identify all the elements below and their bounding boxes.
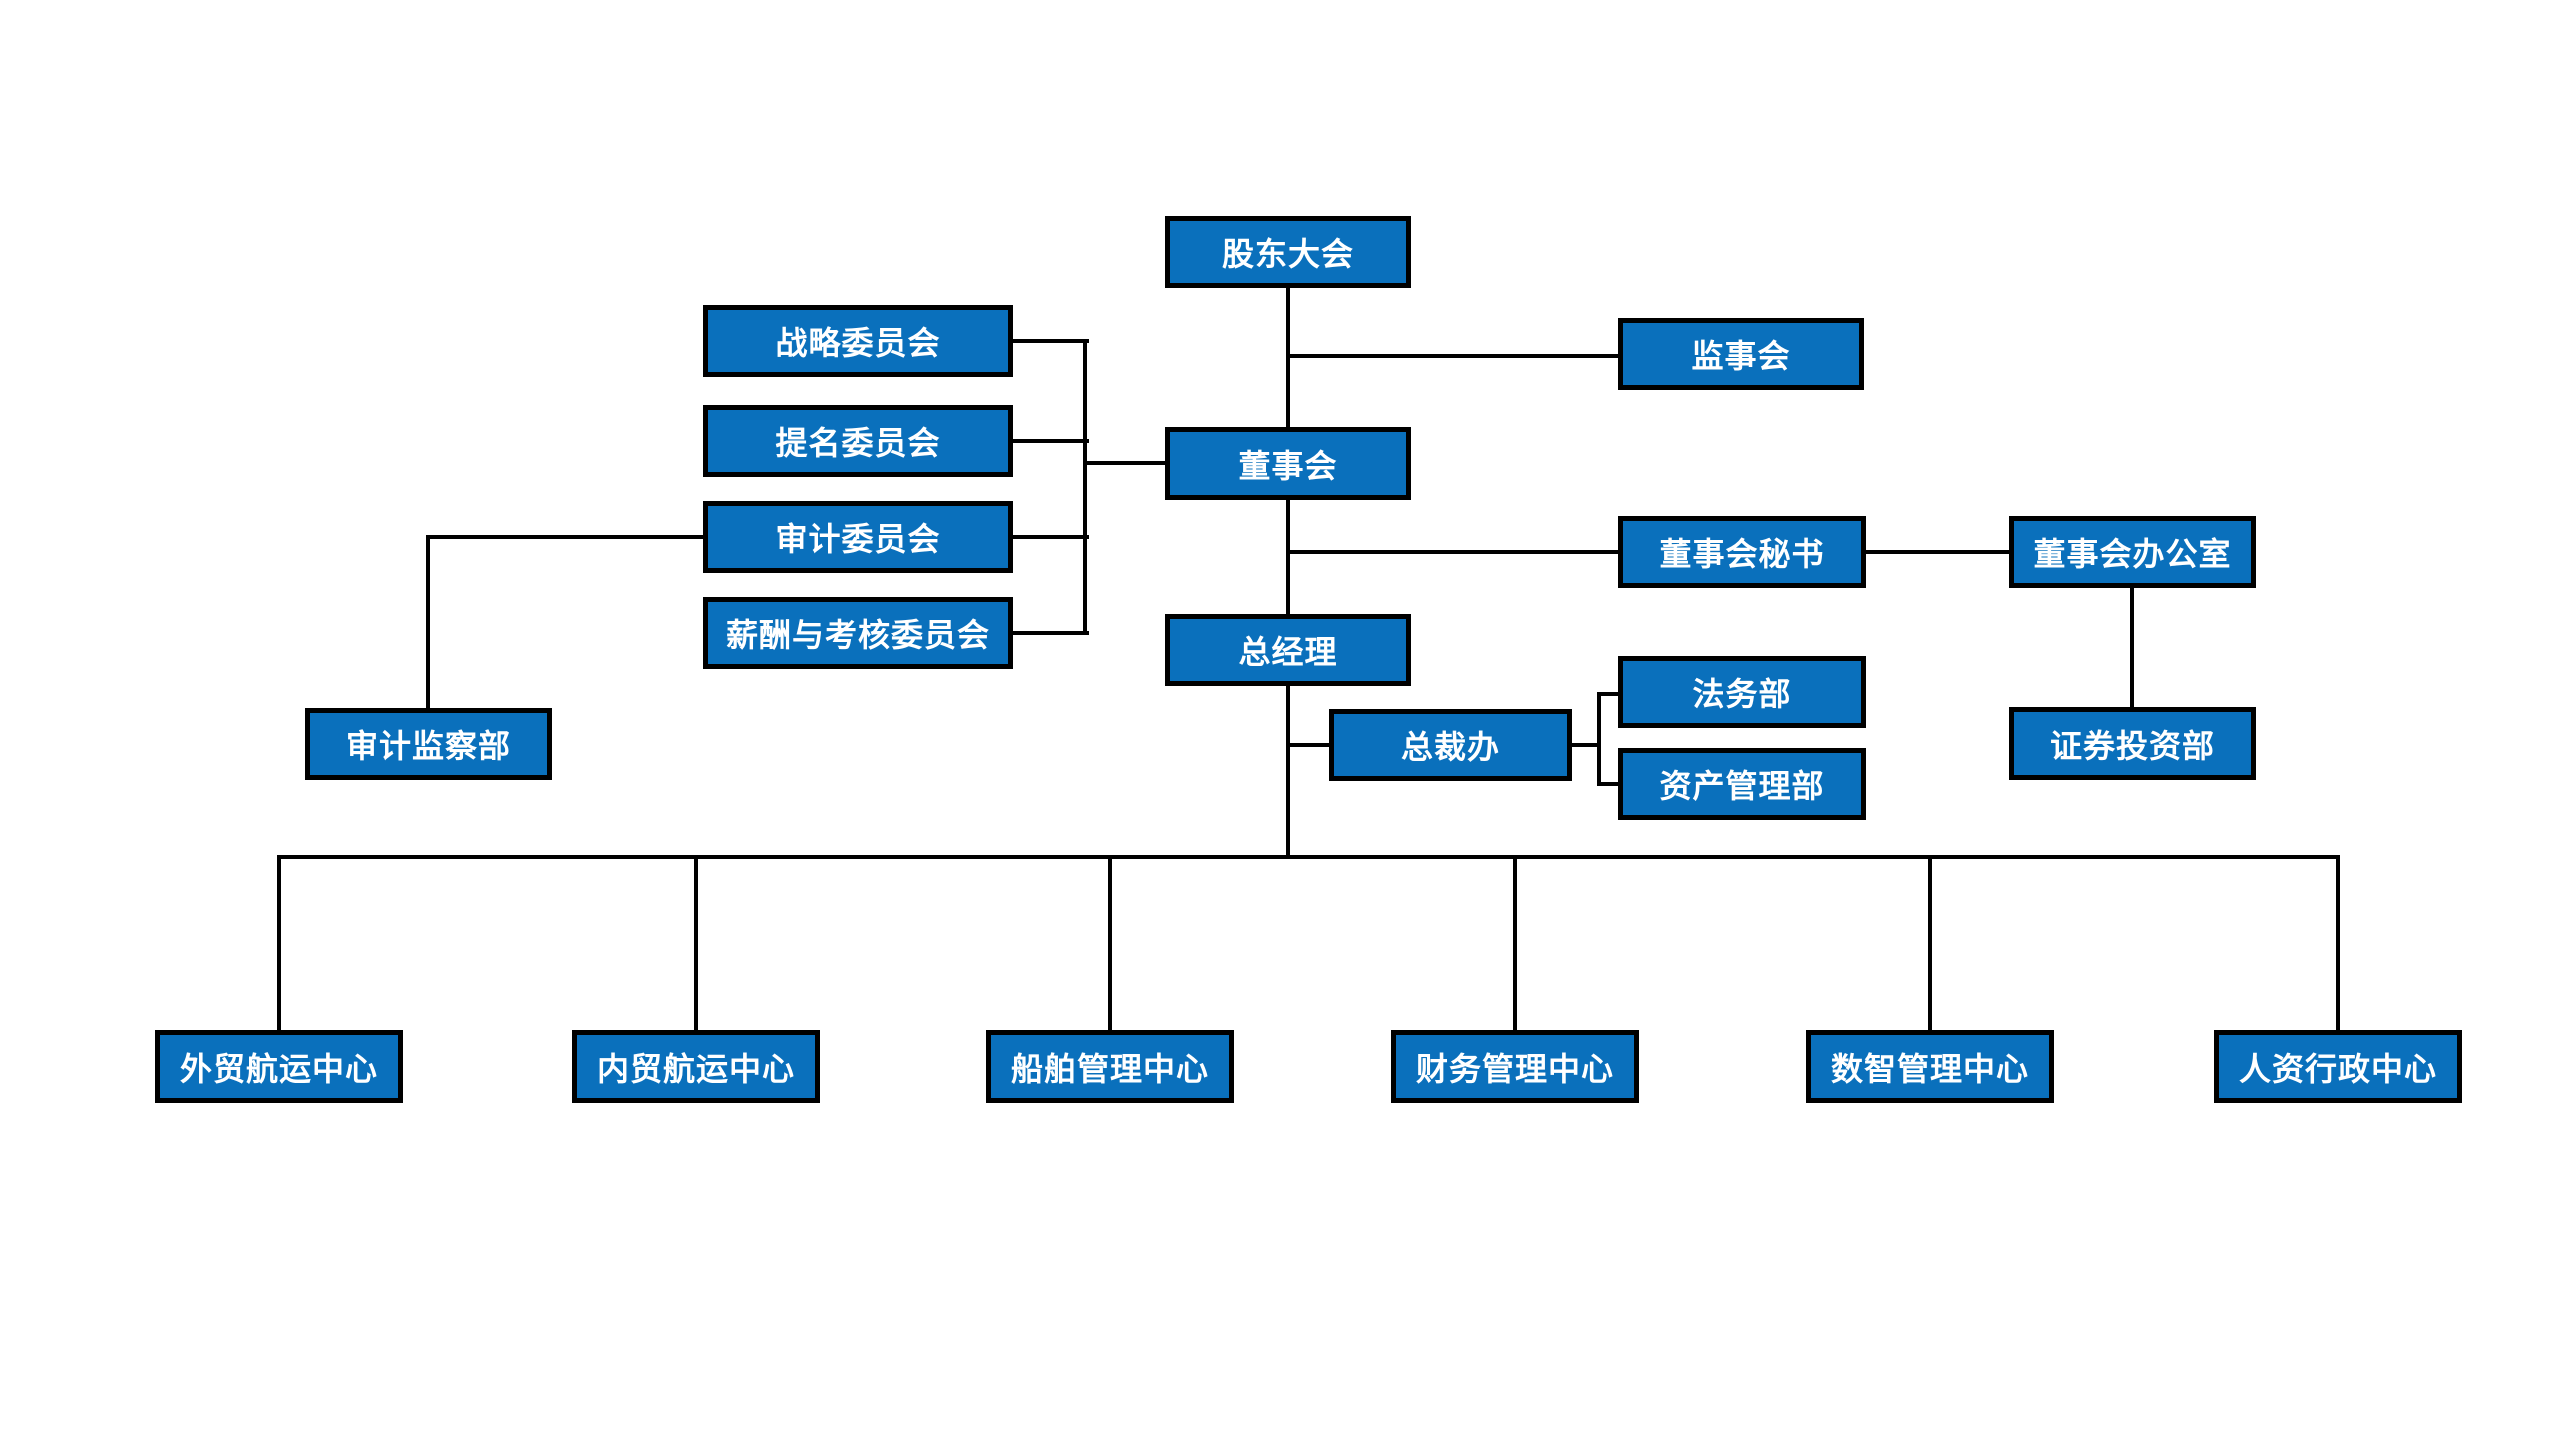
connector-legal-stub <box>1599 692 1618 696</box>
node-label: 董事会 <box>1238 447 1338 484</box>
connector-drop-hr-admin <box>2336 855 2340 1030</box>
node-label: 证券投资部 <box>2049 727 2215 764</box>
node-label: 数智管理中心 <box>1830 1050 2029 1087</box>
node-label: 财务管理中心 <box>1415 1050 1614 1087</box>
node-audit-committee: 审计委员会 <box>703 501 1013 573</box>
connector-committee-spine <box>1083 339 1087 635</box>
node-label: 董事会办公室 <box>2033 536 2232 572</box>
connector-office-securities <box>2130 588 2134 707</box>
node-label: 船舶管理中心 <box>1010 1050 1209 1087</box>
connector-secretary-office <box>1866 550 2009 554</box>
node-label: 法务部 <box>1692 676 1792 712</box>
node-general-manager: 总经理 <box>1165 614 1411 686</box>
node-nomination-committee: 提名委员会 <box>703 405 1013 477</box>
connector-committees-board <box>1085 461 1165 465</box>
node-strategy-committee: 战略委员会 <box>703 305 1013 377</box>
connector-bracket-stub <box>1572 743 1599 747</box>
node-label: 审计监察部 <box>345 728 511 764</box>
connector-drop-foreign-trade <box>277 855 281 1030</box>
node-label: 监事会 <box>1691 338 1791 374</box>
node-board-office: 董事会办公室 <box>2009 516 2256 588</box>
node-audit-supervision-dept: 审计监察部 <box>305 708 552 780</box>
connector-bracket-spine <box>1597 692 1601 786</box>
node-shareholders-meeting: 股东大会 <box>1165 216 1411 288</box>
connector-asset-stub <box>1599 782 1618 786</box>
node-digital-management-center: 数智管理中心 <box>1806 1030 2054 1103</box>
node-finance-management-center: 财务管理中心 <box>1391 1030 1639 1103</box>
node-ship-management-center: 船舶管理中心 <box>986 1030 1234 1103</box>
node-hr-admin-center: 人资行政中心 <box>2214 1030 2462 1103</box>
connector-strategy-stub <box>1013 339 1089 343</box>
node-label: 股东大会 <box>1221 236 1354 272</box>
node-remuneration-appraisal-committee: 薪酬与考核委员会 <box>703 597 1013 669</box>
node-securities-investment-dept: 证券投资部 <box>2009 707 2256 780</box>
node-domestic-trade-shipping-center: 内贸航运中心 <box>572 1030 820 1103</box>
node-label: 董事会秘书 <box>1659 536 1825 572</box>
node-label: 战略委员会 <box>775 325 941 361</box>
node-label: 审计委员会 <box>775 521 941 557</box>
node-supervisory-board: 监事会 <box>1618 318 1864 390</box>
connector-gm-trunk <box>1286 686 1290 859</box>
node-foreign-trade-shipping-center: 外贸航运中心 <box>155 1030 403 1103</box>
connector-drop-ship-mgmt <box>1108 855 1112 1030</box>
node-legal-dept: 法务部 <box>1618 656 1866 728</box>
connector-drop-domestic-trade <box>694 855 698 1030</box>
connector-president-stub <box>1288 743 1329 747</box>
connector-audit-dept-v <box>426 535 430 708</box>
node-asset-management-dept: 资产管理部 <box>1618 748 1866 820</box>
connector-remuneration-stub <box>1013 631 1089 635</box>
node-board-secretary: 董事会秘书 <box>1618 516 1866 588</box>
connector-audit-dept-h <box>428 535 703 539</box>
node-label: 外贸航运中心 <box>179 1050 378 1087</box>
connector-board-secretary <box>1288 550 1618 554</box>
node-president-office: 总裁办 <box>1329 709 1572 781</box>
connector-drop-finance-mgmt <box>1513 855 1517 1030</box>
connector-audit-stub <box>1013 535 1089 539</box>
node-label: 薪酬与考核委员会 <box>725 617 990 653</box>
node-label: 提名委员会 <box>775 425 941 461</box>
node-label: 资产管理部 <box>1659 768 1825 804</box>
node-board-of-directors: 董事会 <box>1165 427 1411 500</box>
node-label: 总裁办 <box>1400 729 1500 765</box>
node-label: 总经理 <box>1238 634 1338 670</box>
connector-supervisory-branch <box>1288 354 1618 358</box>
node-label: 内贸航运中心 <box>596 1050 795 1087</box>
node-label: 人资行政中心 <box>2238 1050 2437 1087</box>
connector-board-gm <box>1286 500 1290 614</box>
connector-distribution-line <box>279 855 2338 859</box>
connector-drop-digital-mgmt <box>1928 855 1932 1030</box>
connector-nomination-stub <box>1013 439 1089 443</box>
